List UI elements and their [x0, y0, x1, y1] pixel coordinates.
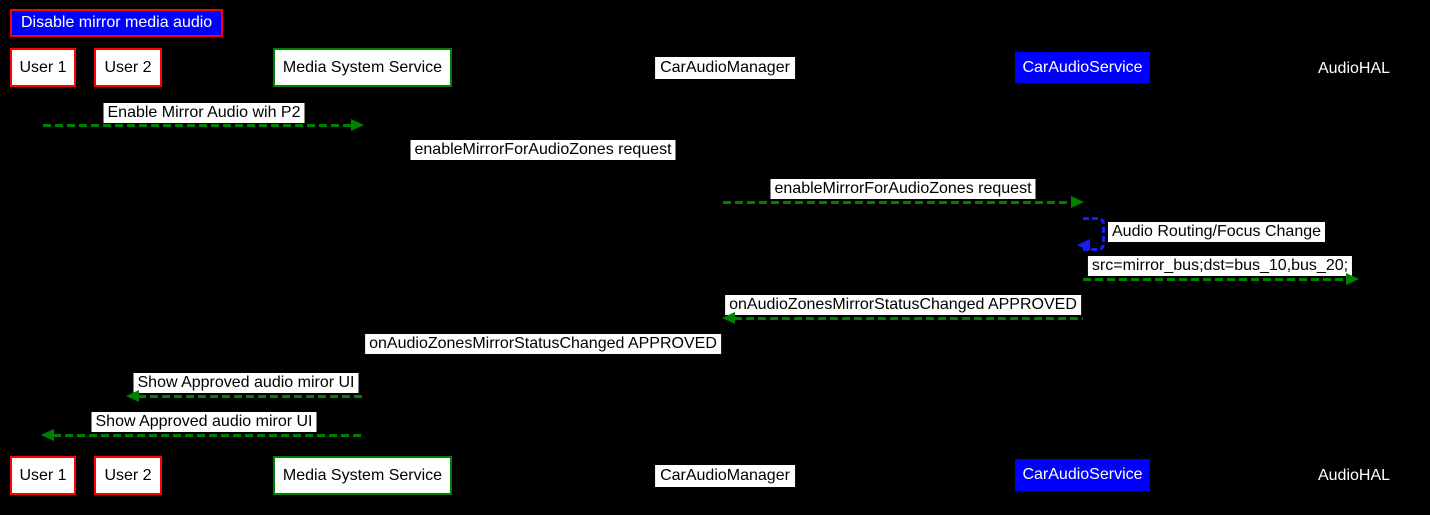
message-label-enable-mirror-request-1: enableMirrorForAudioZones request [410, 140, 676, 160]
message-label-show-approved-ui-2: Show Approved audio miror UI [91, 412, 317, 432]
diagram-title: Disable mirror media audio [10, 9, 224, 37]
participant-car-audio-service-bottom: CarAudioService [1015, 459, 1150, 491]
message-arrow-7-line-invisible [363, 356, 723, 359]
participant-audio-hal-bottom: AudioHAL [1317, 467, 1391, 484]
message-arrow-1-line [43, 124, 352, 127]
message-arrow-5-line [1083, 278, 1347, 281]
message-label-src-mirror-bus: src=mirror_bus;dst=bus_10,bus_20; [1087, 256, 1353, 276]
message-arrow-5-head [1346, 273, 1359, 285]
message-arrow-3-head [1071, 196, 1084, 208]
message-label-enable-mirror-request-2: enableMirrorForAudioZones request [770, 179, 1036, 199]
message-arrow-8-head [126, 390, 139, 402]
message-label-audio-routing-focus-change: Audio Routing/Focus Change [1108, 222, 1326, 242]
participant-car-audio-service-top: CarAudioService [1015, 52, 1150, 83]
participant-user1-top: User 1 [10, 48, 76, 87]
message-label-enable-mirror-audio: Enable Mirror Audio wih P2 [103, 103, 305, 123]
participant-user2-top: User 2 [94, 48, 162, 87]
message-arrow-9-line [53, 434, 363, 437]
message-label-status-changed-approved-2: onAudioZonesMirrorStatusChanged APPROVED [365, 334, 721, 354]
participant-user2-bottom: User 2 [94, 456, 162, 495]
message-label-status-changed-approved-1: onAudioZonesMirrorStatusChanged APPROVED [725, 295, 1081, 315]
message-arrow-6-line [734, 317, 1083, 320]
message-arrow-3-line [723, 201, 1072, 204]
self-loop-arrowhead [1077, 239, 1090, 251]
self-loop-bracket [1083, 217, 1105, 251]
message-label-show-approved-ui-1: Show Approved audio miror UI [133, 373, 359, 393]
participant-media-system-service-top: Media System Service [273, 48, 452, 87]
message-arrow-9-head [41, 429, 54, 441]
participant-media-system-service-bottom: Media System Service [273, 456, 452, 495]
participant-user1-bottom: User 1 [10, 456, 76, 495]
participant-audio-hal-top: AudioHAL [1317, 60, 1391, 77]
participant-car-audio-manager-top: CarAudioManager [655, 57, 795, 79]
message-arrow-2-line-invisible [363, 163, 723, 166]
message-arrow-8-line [138, 395, 363, 398]
participant-car-audio-manager-bottom: CarAudioManager [655, 465, 795, 487]
message-arrow-6-head [722, 312, 735, 324]
message-arrow-1-head [351, 119, 364, 131]
